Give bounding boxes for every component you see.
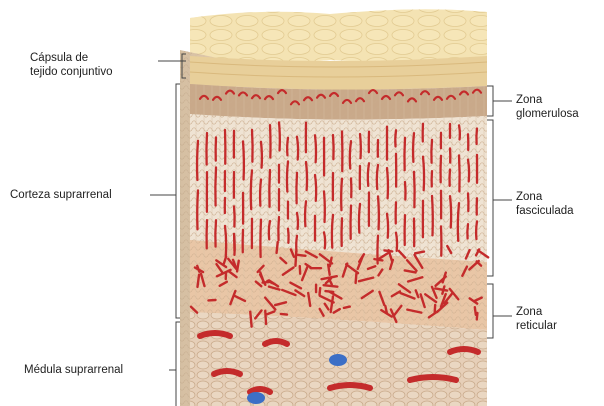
fasciculada-capillary (368, 163, 369, 186)
reticular-capillary (250, 312, 251, 327)
fasciculada-capillary (251, 170, 252, 209)
fasciculada-capillary (332, 215, 333, 248)
fasciculada-capillary (252, 130, 253, 162)
capsule-layer (190, 56, 487, 90)
medulla-sinusoid (330, 385, 370, 388)
fasciculada-capillary (459, 155, 460, 191)
fasciculada-capillary (467, 224, 468, 238)
fasciculada-capillary (234, 206, 235, 226)
fasciculada-capillary (458, 203, 459, 241)
reticular-capillary (477, 313, 478, 320)
fasciculada-capillary (423, 157, 424, 191)
fasciculada-capillary (287, 161, 288, 191)
fasciculada-capillary (315, 175, 316, 201)
fasciculada-capillary (296, 173, 297, 204)
reticular-capillary (328, 265, 330, 275)
fasciculada-capillary (260, 220, 261, 257)
medulla-sinusoid (250, 389, 270, 392)
reticular-capillary (320, 288, 321, 295)
medulla-sinusoid (214, 371, 240, 374)
reticular-capillary (475, 307, 476, 315)
fasciculada-capillary (432, 196, 433, 235)
medula-label: Médula suprarrenal (24, 363, 123, 377)
fasciculada-capillary (459, 125, 460, 139)
fasciculada-capillary (450, 196, 451, 227)
reticular-capillary (263, 282, 269, 283)
fasciculada-capillary (405, 182, 406, 199)
fasciculada-capillary (297, 213, 298, 229)
fasciculada-capillary (279, 122, 280, 150)
fasciculada-capillary (333, 135, 334, 159)
reticular-capillary (265, 311, 266, 324)
reticular-capillary (344, 307, 350, 308)
fasciculada-capillary (468, 160, 469, 182)
fasciculada-capillary (476, 129, 477, 144)
fasciculada-capillary (225, 226, 226, 257)
fasciculada-capillary (414, 172, 415, 207)
fasciculada-capillary (297, 137, 298, 160)
reticular-capillary (374, 259, 382, 260)
fasciculada-capillary (243, 141, 244, 179)
fasciculada-capillary (215, 220, 216, 246)
fasciculada-capillary (269, 221, 270, 239)
reticular-capillary (197, 275, 199, 287)
medulla-sinusoid (200, 333, 230, 336)
fasciculada-capillary (278, 217, 279, 240)
fasciculada-capillary (261, 142, 262, 168)
reticular-capillary (356, 273, 357, 283)
fasciculada-capillary (377, 165, 378, 189)
reticular-capillary (297, 255, 305, 256)
fasciculada-capillary (396, 233, 397, 251)
fasciculada-capillary (206, 133, 207, 164)
fasciculada-label: Zona fasciculada (516, 190, 574, 218)
fasciculada-capillary (431, 140, 432, 163)
fasciculada-capillary (324, 232, 325, 248)
fasciculada-capillary (387, 168, 388, 198)
fasciculada-capillary (476, 221, 477, 239)
medulla-sinusoid (265, 341, 287, 344)
fasciculada-capillary (324, 191, 325, 222)
fasciculada-capillary (378, 196, 379, 229)
fasciculada-capillary (359, 204, 360, 233)
block-top-face (190, 9, 487, 62)
fasciculada-capillary (387, 214, 388, 238)
reticular-capillary (277, 242, 278, 253)
fasciculada-capillary (315, 135, 316, 162)
reticular-label: Zona reticular (516, 305, 557, 333)
medulla-sinusoid (410, 377, 456, 380)
fasciculada-capillary (350, 141, 351, 168)
fasciculada-capillary (197, 190, 198, 229)
fasciculada-capillary (215, 167, 216, 205)
reticular-capillary (415, 252, 424, 254)
fasciculada-capillary (269, 170, 270, 207)
fasciculada-capillary (395, 130, 396, 146)
capsula-label: Cápsula de tejido conjuntivo (30, 51, 112, 79)
fasciculada-capillary (341, 179, 342, 211)
fasciculada-capillary (404, 138, 405, 170)
fasciculada-capillary (288, 229, 289, 243)
reticular-capillary (325, 291, 333, 292)
glomerulosa-label: Zona glomerulosa (516, 93, 579, 121)
fasciculada-capillary (360, 134, 361, 158)
fasciculada-capillary (413, 133, 414, 162)
fasciculada-capillary (305, 201, 306, 226)
reticular-capillary (295, 251, 296, 266)
medulla-vein (329, 354, 347, 366)
fasciculada-capillary (260, 180, 261, 206)
medulla-sinusoid (450, 349, 478, 352)
fasciculada-capillary (287, 138, 288, 156)
medulla-vein (247, 392, 265, 404)
reticular-capillary (281, 314, 287, 315)
reticular-capillary (237, 261, 239, 272)
fasciculada-capillary (306, 162, 307, 190)
fasciculada-capillary (296, 236, 297, 252)
reticular-capillary (324, 285, 338, 287)
corteza-label: Corteza suprarrenal (10, 188, 112, 202)
fasciculada-capillary (197, 141, 198, 180)
